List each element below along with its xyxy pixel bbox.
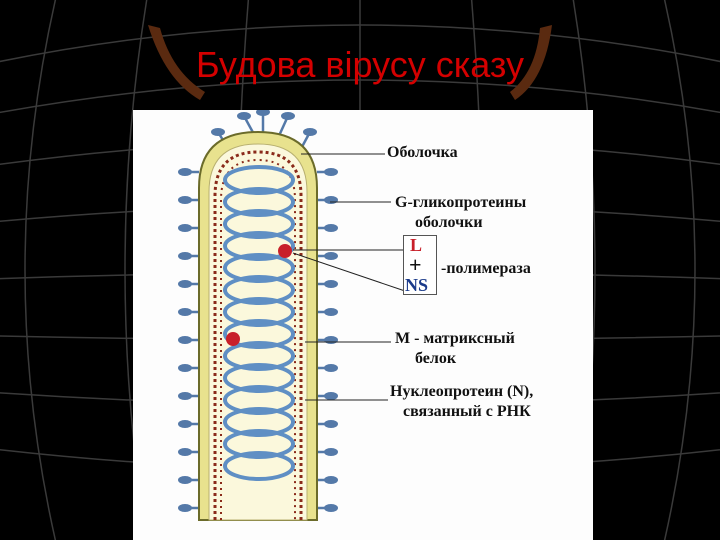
polymerase-dot-upper xyxy=(278,244,292,258)
spike-left-head xyxy=(178,476,192,484)
spike-left-head xyxy=(178,336,192,344)
spike-right-head xyxy=(324,336,338,344)
spike-right-head xyxy=(324,392,338,400)
spike-cap-1-head xyxy=(237,112,251,120)
spike-right-head xyxy=(324,420,338,428)
spike-right-head xyxy=(324,280,338,288)
label-nucleoprotein-line2: связанный с РНК xyxy=(403,403,531,421)
spike-left-head xyxy=(178,252,192,260)
spike-left-head xyxy=(178,308,192,316)
spike-left-head xyxy=(178,280,192,288)
label-matrix-line2: белок xyxy=(415,350,456,368)
virus-illustration xyxy=(133,110,593,540)
nucleoprotein-coil xyxy=(225,167,293,479)
label-matrix-line1: М - матриксный xyxy=(395,330,515,348)
spike-left-head xyxy=(178,168,192,176)
polymerase-dot-lower xyxy=(226,332,240,346)
virus-diagram: Оболочка G-гликопротеины оболочки L + NS… xyxy=(133,110,593,540)
spike-right-head xyxy=(324,476,338,484)
spike-left-head xyxy=(178,392,192,400)
spike-right-head xyxy=(324,196,338,204)
spike-left-head xyxy=(178,224,192,232)
spike-right-head xyxy=(324,168,338,176)
spike-left-head xyxy=(178,364,192,372)
polymerase-plus: + xyxy=(409,256,422,274)
spike-cap-0-head xyxy=(211,128,225,136)
label-glycoprotein-line2: оболочки xyxy=(415,214,483,232)
label-polymerase: -полимераза xyxy=(441,260,531,278)
spike-right-head xyxy=(324,364,338,372)
label-envelope: Оболочка xyxy=(387,144,458,162)
spike-right-head xyxy=(324,448,338,456)
spike-right-head xyxy=(324,224,338,232)
spike-right-head xyxy=(324,308,338,316)
label-glycoprotein-line1: G-гликопротеины xyxy=(395,194,526,212)
spike-cap-4-head xyxy=(303,128,317,136)
polymerase-ns: NS xyxy=(405,276,428,294)
spike-right-head xyxy=(324,252,338,260)
spike-left-head xyxy=(178,504,192,512)
slide-title: Будова вірусу сказу xyxy=(0,44,720,86)
label-nucleoprotein-line1: Нуклеопротеин (N), xyxy=(390,383,533,401)
spike-left-head xyxy=(178,420,192,428)
spike-right-head xyxy=(324,504,338,512)
spike-left-head xyxy=(178,448,192,456)
spike-left-head xyxy=(178,196,192,204)
spike-cap-3-head xyxy=(281,112,295,120)
spike-cap-2-head xyxy=(256,110,270,116)
